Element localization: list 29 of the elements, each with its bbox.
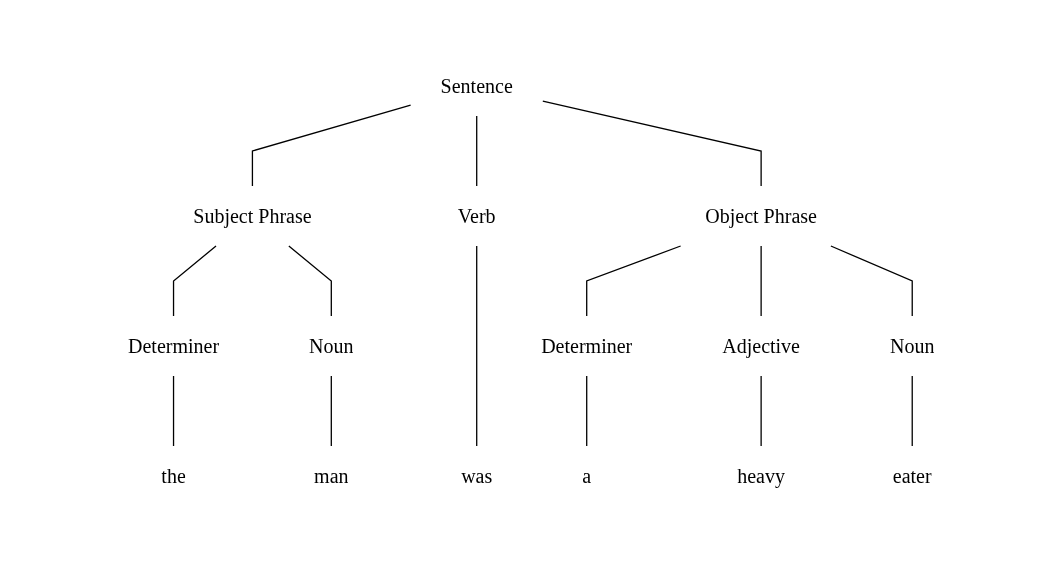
- connector: [830, 244, 913, 317]
- node-text: Determiner: [127, 334, 219, 357]
- node-text: Object Phrase: [705, 204, 817, 227]
- connector: [585, 374, 588, 447]
- node-text: Adjective: [722, 334, 800, 357]
- node-text: Noun: [308, 334, 354, 357]
- connector: [172, 374, 174, 447]
- node-text: eater: [892, 464, 932, 487]
- node-text: Determiner: [540, 334, 633, 357]
- node-text: heavy: [737, 464, 785, 487]
- node-text: Sentence: [440, 74, 513, 97]
- connector: [475, 114, 478, 187]
- connector: [172, 244, 217, 317]
- connector: [475, 244, 478, 447]
- connector: [760, 244, 762, 317]
- node-text: was: [460, 464, 493, 487]
- connector: [585, 244, 682, 317]
- connector: [287, 244, 332, 317]
- connector: [251, 104, 412, 187]
- node-text: Subject Phrase: [193, 204, 312, 227]
- connector: [760, 374, 762, 447]
- node-text: a: [582, 464, 591, 487]
- node-text: man: [313, 464, 349, 487]
- node-text: Noun: [889, 334, 935, 357]
- node-text: the: [161, 464, 186, 487]
- connector: [911, 374, 913, 447]
- connector: [330, 374, 332, 447]
- connector: [541, 99, 762, 187]
- node-text: Verb: [457, 204, 496, 227]
